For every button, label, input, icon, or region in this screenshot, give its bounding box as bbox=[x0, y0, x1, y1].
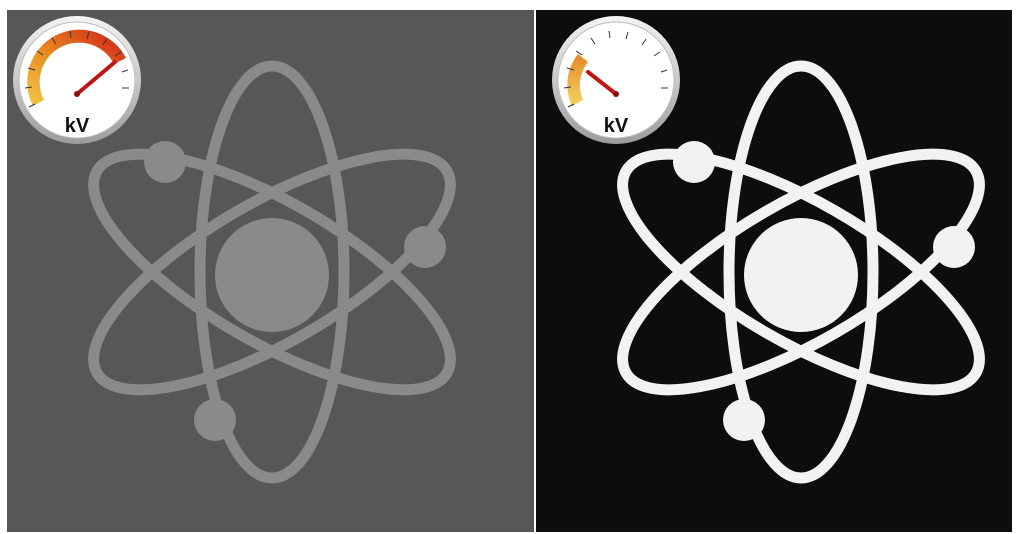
gauge-fill-arc bbox=[27, 29, 126, 107]
orbit-diagonal-a bbox=[617, 148, 985, 396]
gauge-unit-label: kV bbox=[65, 115, 90, 137]
gauge-fill-arc bbox=[567, 54, 588, 106]
orbit-vertical bbox=[194, 60, 350, 484]
electron-bottom bbox=[194, 399, 236, 441]
kv-gauge-high: kV bbox=[11, 14, 143, 146]
gauge-needle bbox=[75, 60, 117, 96]
atom-symbol-low-contrast bbox=[88, 60, 456, 484]
orbit-diagonal-b bbox=[617, 148, 985, 396]
gauge-unit-label: kV bbox=[604, 115, 629, 137]
electron-right bbox=[404, 226, 446, 268]
gauge-needle bbox=[586, 70, 618, 96]
atom-symbol-high-contrast bbox=[617, 60, 985, 484]
electron-right bbox=[933, 226, 975, 268]
electron-top-left bbox=[673, 141, 715, 183]
orbit-diagonal-b bbox=[88, 148, 456, 396]
orbit-vertical bbox=[723, 60, 879, 484]
nucleus bbox=[744, 218, 858, 332]
electron-top-left bbox=[144, 141, 186, 183]
nucleus bbox=[215, 218, 329, 332]
kv-gauge-low: kV bbox=[550, 14, 682, 146]
orbit-diagonal-a bbox=[88, 148, 456, 396]
electron-bottom bbox=[723, 399, 765, 441]
right-image-panel: kV bbox=[536, 10, 1012, 532]
left-image-panel: kV bbox=[7, 10, 534, 532]
